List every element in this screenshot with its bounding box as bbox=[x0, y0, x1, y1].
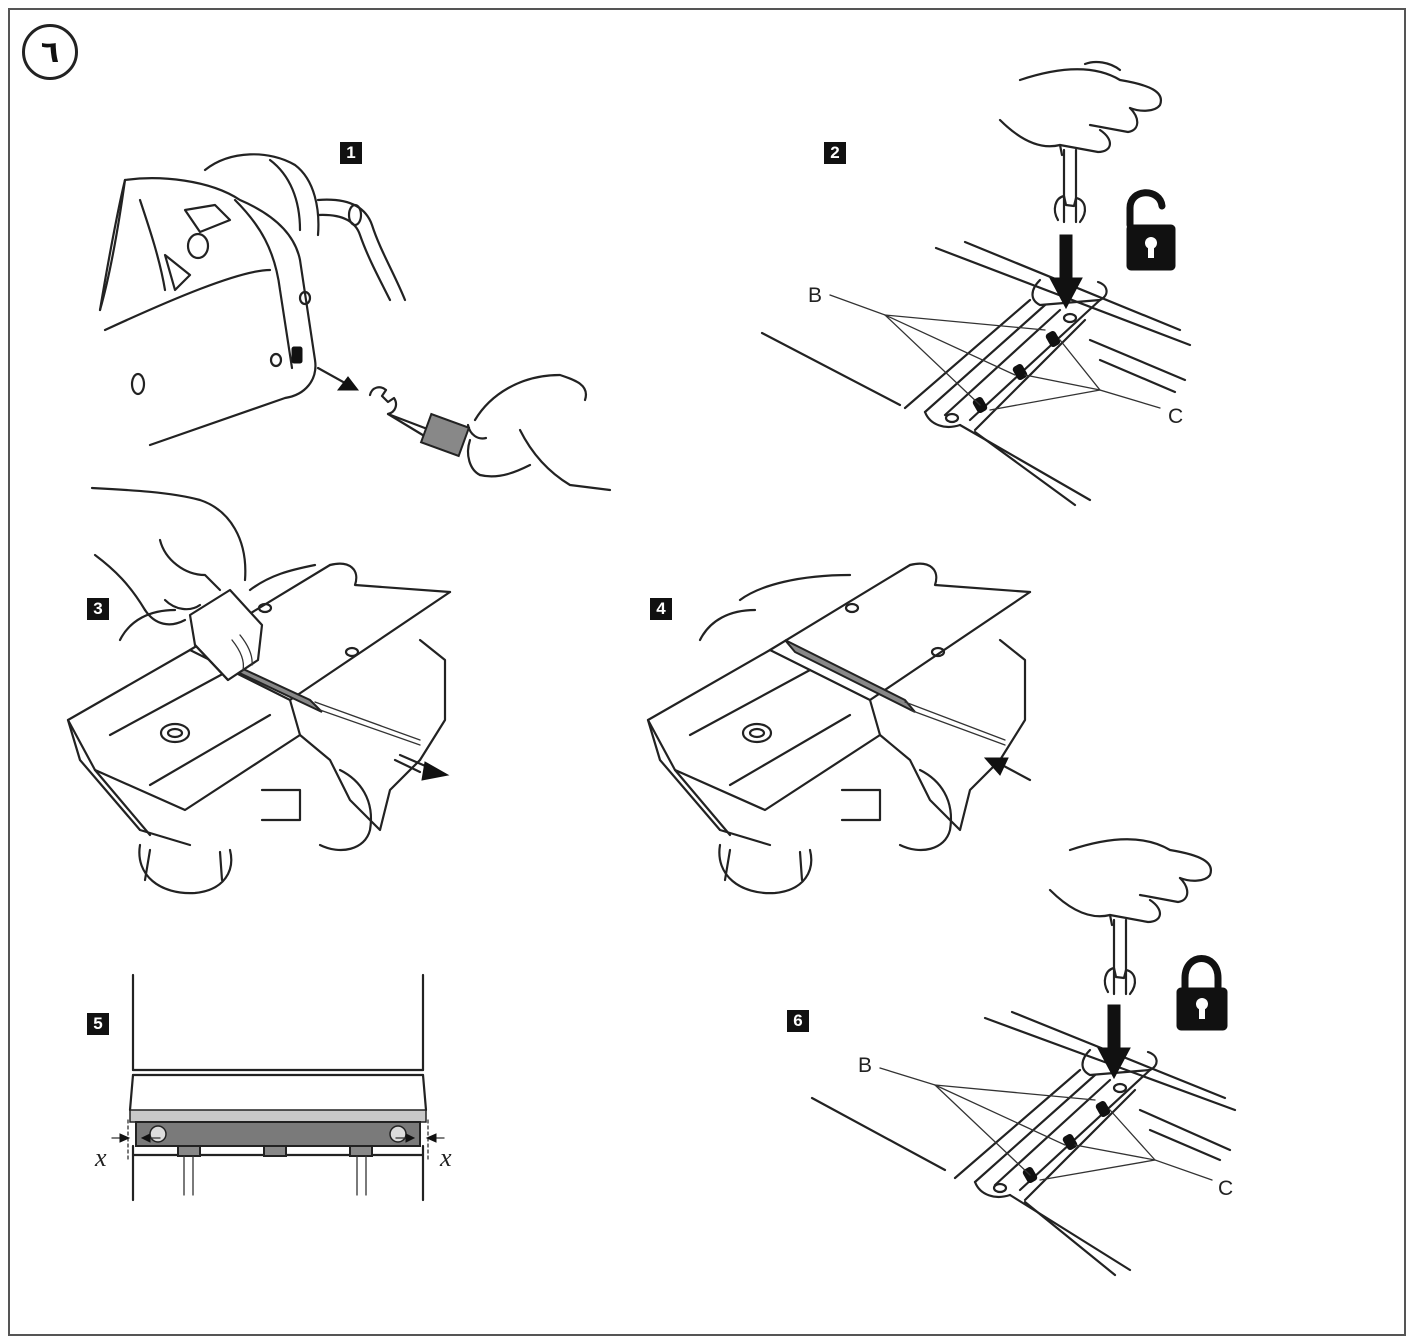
unlocked-padlock-icon bbox=[1126, 189, 1176, 271]
step-3-number: 3 bbox=[93, 599, 103, 618]
locked-padlock-icon bbox=[1176, 955, 1228, 1031]
step-4-number: 4 bbox=[656, 599, 666, 618]
step6-callout-c: C bbox=[1218, 1177, 1234, 1200]
step5-callout-x-left: x bbox=[95, 1143, 107, 1172]
step-1-number: 1 bbox=[346, 143, 356, 162]
step-6-badge: 6 bbox=[787, 1010, 809, 1032]
step-5-number: 5 bbox=[93, 1014, 103, 1033]
step1-illustration bbox=[98, 153, 612, 492]
step-2-number: 2 bbox=[830, 143, 840, 162]
step5-callout-x-right: x bbox=[440, 1143, 452, 1172]
step-3-badge: 3 bbox=[87, 598, 109, 620]
step-6-number: 6 bbox=[793, 1011, 803, 1030]
step3-illustration bbox=[66, 486, 452, 895]
step6-illustration bbox=[810, 838, 1237, 1277]
step2-callout-c: C bbox=[1168, 405, 1184, 428]
step5-illustration bbox=[111, 973, 445, 1202]
step2-illustration bbox=[760, 60, 1192, 507]
page-number-circle: ٦ bbox=[22, 24, 78, 80]
step6-callout-b: B bbox=[858, 1054, 873, 1077]
step2-callout-b: B bbox=[808, 284, 823, 307]
step4-illustration bbox=[646, 562, 1032, 895]
step-5-badge: 5 bbox=[87, 1013, 109, 1035]
page-number-label: ٦ bbox=[40, 34, 60, 70]
step-2-badge: 2 bbox=[824, 142, 846, 164]
step-1-badge: 1 bbox=[340, 142, 362, 164]
step-4-badge: 4 bbox=[650, 598, 672, 620]
